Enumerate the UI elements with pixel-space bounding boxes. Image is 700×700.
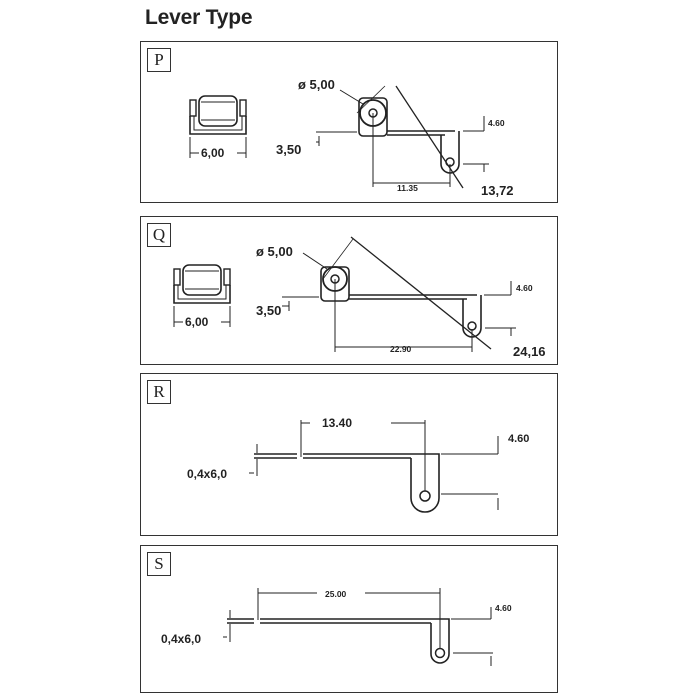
panel-q-diagram: 6,00 ø 5,00 3,50 22.90 24,16 bbox=[173, 236, 546, 359]
lever-assembly bbox=[282, 236, 516, 352]
height-label: 4.60 bbox=[508, 433, 529, 445]
diameter-label: ø 5,00 bbox=[256, 244, 293, 259]
lever-assembly bbox=[316, 85, 489, 189]
roller-side-view bbox=[173, 264, 231, 304]
lever-length-label: 24,16 bbox=[513, 344, 546, 359]
panel-q-letter: Q bbox=[147, 223, 171, 247]
span-label: 25.00 bbox=[325, 589, 347, 599]
width-label: 6,00 bbox=[185, 315, 209, 329]
width-dimension: 6,00 bbox=[173, 306, 231, 329]
offset-label: 3,50 bbox=[276, 142, 301, 157]
panel-p: P 6,00 bbox=[140, 41, 558, 203]
width-dimension: 6,00 bbox=[189, 137, 247, 160]
panel-s-letter: S bbox=[147, 552, 171, 576]
panel-p-diagram: 6,00 ø 5,00 3,50 11.35 1 bbox=[189, 77, 514, 198]
offset-label: 3,50 bbox=[256, 303, 281, 318]
panel-r-letter: R bbox=[147, 380, 171, 404]
page-title: Lever Type bbox=[145, 6, 253, 29]
panel-q: Q 6,00 bbox=[140, 216, 558, 365]
panel-r: R 13.40 0,4x6,0 4.60 bbox=[140, 373, 558, 536]
height-label: 4.60 bbox=[495, 603, 512, 613]
width-label: 6,00 bbox=[201, 146, 225, 160]
diameter-label: ø 5,00 bbox=[298, 77, 335, 92]
lever-assembly bbox=[223, 588, 493, 666]
panel-p-letter: P bbox=[147, 48, 171, 72]
thickness-label: 0,4x6,0 bbox=[161, 632, 201, 646]
span-label: 11.35 bbox=[397, 183, 418, 193]
panel-s: S 25.00 0,4x6,0 4.60 bbox=[140, 545, 558, 693]
lever-assembly bbox=[249, 420, 499, 513]
roller-side-view bbox=[189, 95, 247, 135]
span-label: 22.90 bbox=[390, 344, 412, 354]
panel-r-diagram: 13.40 0,4x6,0 4.60 bbox=[187, 416, 529, 513]
lever-length-label: 13,72 bbox=[481, 183, 514, 198]
height-label: 4.60 bbox=[516, 283, 533, 293]
height-label: 4.60 bbox=[488, 118, 505, 128]
thickness-label: 0,4x6,0 bbox=[187, 467, 227, 481]
panel-s-diagram: 25.00 0,4x6,0 4.60 bbox=[161, 588, 512, 666]
span-label: 13.40 bbox=[322, 416, 352, 430]
